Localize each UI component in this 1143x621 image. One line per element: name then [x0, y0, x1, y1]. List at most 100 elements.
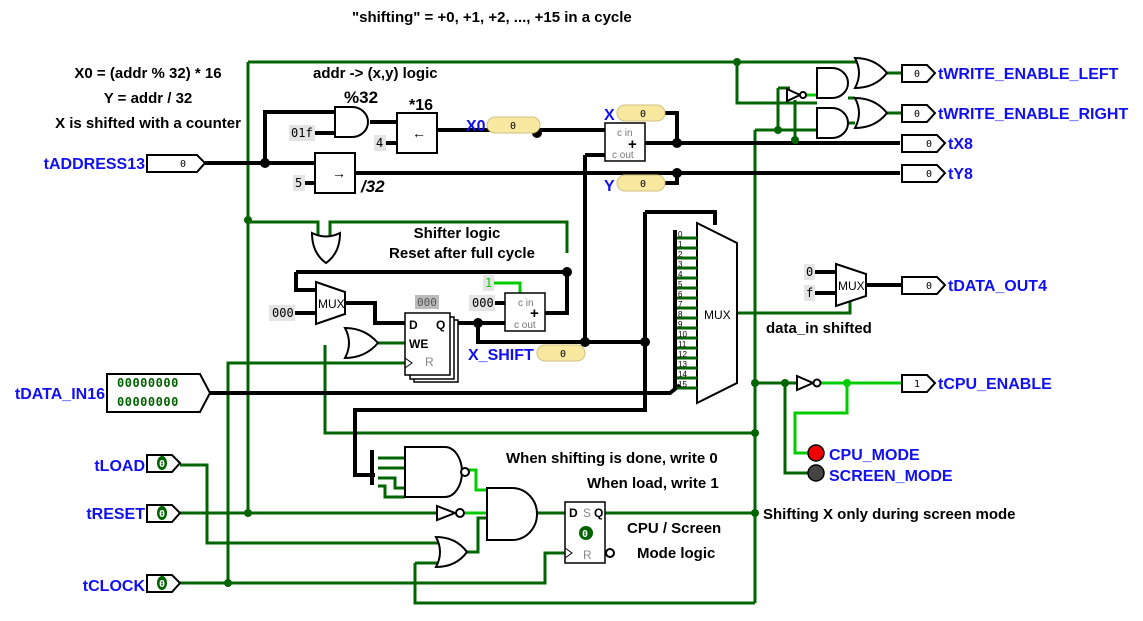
x0-value: 0 — [510, 121, 516, 132]
flip-flop-mode: D S Q R 0 — [564, 501, 615, 564]
output-we-left: 0 tWRITE_ENABLE_LEFT — [901, 64, 1119, 83]
load-value[interactable]: 0 — [159, 459, 165, 470]
cpu-enable-value: 1 — [914, 379, 920, 390]
svg-text:→: → — [332, 165, 346, 181]
mux-input-label: 9 — [678, 320, 683, 329]
adder-shift-cout: c out — [514, 320, 536, 331]
y-value: 0 — [640, 179, 646, 190]
and-gate-mode — [486, 487, 538, 541]
cpu-mode-label: CPU_MODE — [829, 447, 920, 464]
address-label: tADDRESS13 — [44, 156, 145, 173]
const-zero-b: 000 — [472, 296, 494, 310]
led-screen-mode: SCREEN_MODE — [807, 464, 953, 485]
x-label: X — [604, 107, 615, 124]
load-label: tLOAD — [94, 458, 145, 475]
input-address[interactable]: tADDRESS13 0 — [44, 154, 207, 173]
data-out-value: 0 — [926, 281, 932, 292]
const-mux-f: f — [806, 286, 813, 300]
ff-value: 0 — [582, 529, 588, 540]
x0-label: X0 — [466, 118, 486, 135]
or-gate-right — [853, 96, 889, 130]
mux-input-label: 8 — [678, 310, 683, 319]
divider-div32: → — [314, 152, 356, 194]
we-right-value: 0 — [914, 109, 920, 120]
reset-value[interactable]: 0 — [159, 509, 165, 520]
mux-input-label: 15 — [678, 380, 687, 389]
mux-input-label: 14 — [678, 370, 687, 379]
screen-only-note: Shifting X only during screen mode — [763, 506, 1016, 523]
adder-x: c in c out + — [604, 122, 646, 162]
div32-note: /32 — [360, 177, 385, 196]
svg-text:←: ← — [412, 125, 426, 141]
x8-label: tX8 — [948, 136, 973, 153]
mode-logic-note: Mode logic — [637, 545, 715, 562]
y8-label: tY8 — [948, 166, 973, 183]
constants: 01f 4 5 000 000 1 0 f — [269, 125, 815, 321]
const-zero-a: 000 — [272, 306, 294, 320]
mux-input-label: 7 — [678, 300, 683, 309]
wires-high — [465, 93, 902, 515]
input-reset[interactable]: tRESET 0 — [86, 504, 182, 523]
formula-y: Y = addr / 32 — [104, 90, 193, 107]
mux-input-label: 2 — [678, 250, 683, 259]
or-gate-load — [434, 535, 469, 569]
we-left-label: tWRITE_ENABLE_LEFT — [938, 66, 1119, 83]
junctions — [224, 58, 851, 587]
mux-shift-label: MUX — [318, 297, 345, 311]
x-shift-label: X_SHIFT — [468, 347, 534, 364]
ff-q: Q — [594, 506, 603, 520]
ff-d: D — [569, 506, 578, 520]
we-right-label: tWRITE_ENABLE_RIGHT — [938, 106, 1128, 123]
formula-shift: X is shifted with a counter — [55, 115, 241, 132]
const-mask: 01f — [291, 126, 313, 140]
register-value: 000 — [417, 296, 437, 309]
title-note: "shifting" = +0, +1, +2, ..., +15 in a c… — [352, 9, 632, 26]
svg-text:+: + — [530, 305, 539, 322]
const-div: 5 — [295, 176, 302, 190]
mux-input-label: 5 — [678, 280, 683, 289]
formula-x0: X0 = (addr % 32) * 16 — [74, 65, 221, 82]
screen-mode-label: SCREEN_MODE — [829, 468, 953, 485]
mux-input-label: 3 — [678, 260, 683, 269]
probe-x-shift: X_SHIFT 0 — [468, 344, 586, 364]
data-in-row2[interactable]: 00000000 — [117, 395, 179, 409]
adder-shift: c in c out + — [504, 292, 546, 332]
and-gate-left — [816, 67, 849, 99]
data-out-label: tDATA_OUT4 — [948, 278, 1047, 295]
and-gate-mod32 — [334, 106, 369, 138]
shifter-logic-note: Shifter logic — [414, 225, 501, 242]
adder-x-cout: c out — [612, 150, 634, 161]
probe-y: Y 0 — [604, 174, 666, 195]
mux-input-label: 6 — [678, 290, 683, 299]
const-mux-zero: 0 — [806, 265, 813, 279]
y-label: Y — [604, 178, 615, 195]
reg-q: Q — [436, 318, 445, 332]
clock-value[interactable]: 0 — [159, 579, 165, 590]
mul16-note: *16 — [409, 97, 433, 114]
mux-input-label: 12 — [678, 350, 687, 359]
not-gate-we — [786, 87, 807, 103]
led-cpu-mode: CPU_MODE — [807, 444, 920, 464]
mux-input-label: 13 — [678, 360, 687, 369]
reg-r: R — [425, 355, 434, 369]
data-in-row1[interactable]: 00000000 — [117, 376, 179, 390]
reg-we: WE — [409, 337, 428, 351]
ff-s: S — [583, 506, 591, 520]
shifting-done-note: When shifting is done, write 0 — [506, 450, 718, 467]
nand-gate-done — [404, 446, 463, 498]
input-data-in16[interactable]: tDATA_IN16 00000000 00000000 — [15, 373, 212, 413]
mux-input-label: 10 — [678, 330, 687, 339]
input-load[interactable]: tLOAD 0 — [94, 454, 182, 475]
mux-input-label: 1 — [678, 240, 683, 249]
data-in-shifted-note: data_in shifted — [766, 320, 872, 337]
mux-out-label: MUX — [838, 279, 865, 293]
mux-input-label: 4 — [678, 270, 683, 279]
const-shift: 4 — [376, 136, 383, 150]
shifter-mul16: ← — [396, 112, 438, 154]
output-we-right: 0 tWRITE_ENABLE_RIGHT — [901, 104, 1128, 123]
input-clock[interactable]: tCLOCK 0 — [83, 574, 182, 595]
not-gate-reset — [436, 504, 465, 522]
nand-bubble — [460, 467, 470, 477]
